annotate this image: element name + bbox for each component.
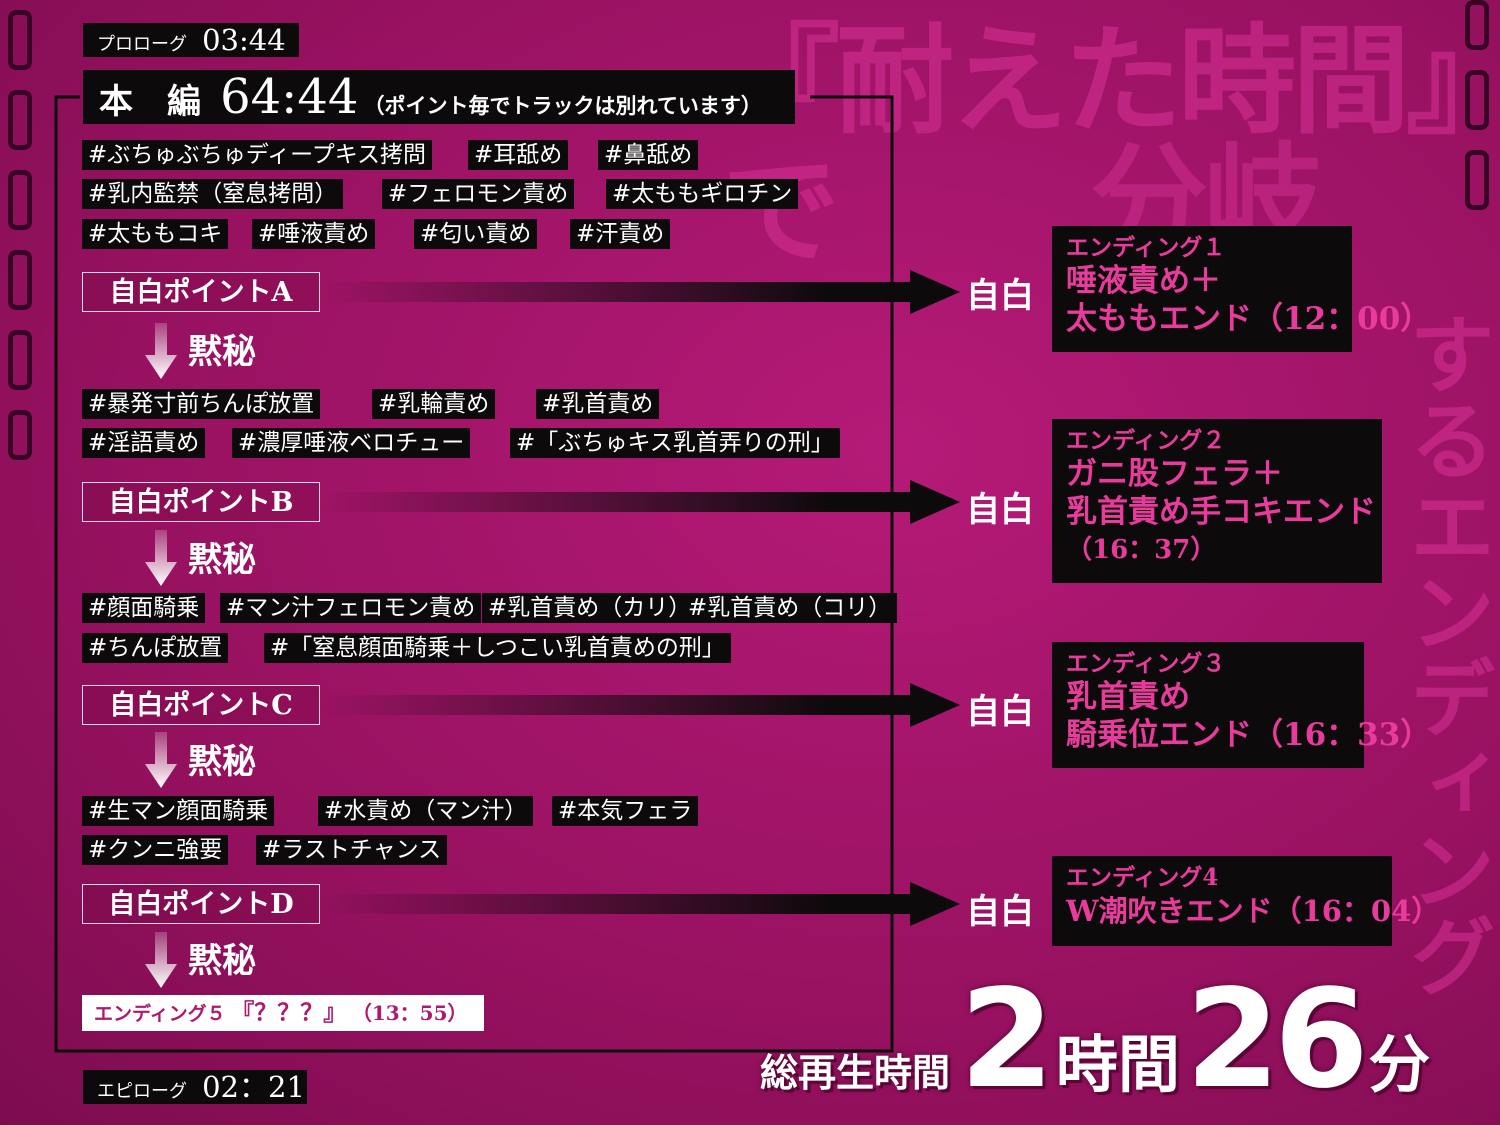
ending-1-title-line: 太ももエンド（12：00） (1066, 301, 1432, 337)
tag: #太ももギロチン (606, 179, 799, 209)
silence-label: 黙秘 (188, 941, 256, 981)
confession-label: 自白 (966, 692, 1034, 732)
ending-1-label: エンディング１ (1066, 234, 1226, 261)
ending-2-title-line: （16：37） (1066, 535, 1217, 565)
tag: #「窒息顔面騎乗＋しつこい乳首責めの刑」 (264, 633, 731, 663)
confession-label: 自白 (966, 276, 1034, 316)
tag: #本気フェラ (552, 796, 699, 826)
tag: #ぶちゅぶちゅディープキス拷問 (82, 140, 433, 170)
tag: #濃厚唾液ベロチュー (232, 428, 471, 458)
tag: #顔面騎乗 (82, 593, 206, 623)
ending-2-label: エンディング２ (1066, 427, 1226, 454)
ending-2-box: エンディング２ ガニ股フェラ＋ 乳首責め手コキエンド （16：37） (1052, 419, 1382, 583)
ending-1-title-line: 唾液責め＋ (1066, 263, 1221, 299)
tag: #マン汁フェロモン責め (220, 593, 482, 623)
confession-arrow-a (320, 270, 960, 314)
tag: #「ぶちゅキス乳首弄りの刑」 (510, 428, 840, 458)
down-arrow-icon (145, 732, 177, 788)
tag: #唾液責め (252, 219, 376, 249)
main-box: 本 編 64:44 （ポイント毎でトラックは別れています） (83, 70, 795, 124)
tag: #鼻舐め (598, 140, 699, 170)
ending-2-title-line: 乳首責め手コキエンド (1066, 494, 1376, 530)
down-arrow-icon (145, 932, 177, 988)
epilogue-time: 02：21 (202, 1070, 305, 1104)
confession-point-a: 自白ポイントA (82, 272, 320, 312)
tag: #乳首責め（コリ） (682, 593, 898, 623)
silence-label: 黙秘 (188, 540, 256, 580)
silence-label: 黙秘 (188, 332, 256, 372)
tag: #耳舐め (468, 140, 569, 170)
ending-5-label: エンディング５ (94, 1003, 226, 1025)
ending-1-box: エンディング１ 唾液責め＋ 太ももエンド（12：00） (1052, 226, 1432, 352)
total-hours: 2 (959, 961, 1055, 1119)
epilogue-box: エピローグ 02：21 (83, 1070, 307, 1104)
epilogue-label: エピローグ (97, 1081, 187, 1102)
confession-point-b: 自白ポイントB (82, 482, 320, 522)
tag: #乳首責め（カリ） (482, 593, 698, 623)
tag: #乳首責め (536, 389, 660, 419)
main-label: 本 編 (99, 82, 201, 122)
tag: #太ももコキ (82, 219, 229, 249)
ending-4-label: エンディング4 (1066, 864, 1219, 891)
main-time: 64:44 (220, 69, 359, 125)
confession-arrow-d (320, 882, 960, 926)
total-minutes-unit: 分 (1368, 1028, 1431, 1101)
ending-4-title-line: W潮吹きエンド（16：04） (1066, 894, 1441, 928)
confession-label: 自白 (966, 892, 1034, 932)
ending-3-label: エンディング３ (1066, 650, 1226, 677)
confession-arrow-c (320, 683, 960, 727)
confession-point-d: 自白ポイントD (82, 884, 320, 924)
confession-arrow-b (320, 480, 960, 524)
ending-5-time: （13：55） (351, 1001, 468, 1025)
ending-3-title-line: 乳首責め (1066, 679, 1190, 715)
ending-4-box: エンディング4 W潮吹きエンド（16：04） (1052, 856, 1441, 946)
ending-3-title-line: 騎乗位エンド（16：33） (1066, 717, 1432, 753)
ending-5-box: エンディング５ 『？？？』 （13：55） (82, 995, 484, 1031)
silence-label: 黙秘 (188, 742, 256, 782)
total-hours-unit: 時間 (1055, 1028, 1180, 1101)
prologue-label: プロローグ (97, 34, 187, 55)
tag: #乳輪責め (372, 389, 496, 419)
tag: #クンニ強要 (82, 835, 229, 865)
tag: #生マン顔面騎乗 (82, 796, 275, 826)
tag: #ちんぽ放置 (82, 633, 229, 663)
ending-3-box: エンディング３ 乳首責め 騎乗位エンド（16：33） (1052, 642, 1432, 768)
tag: #匂い責め (414, 219, 538, 249)
confession-label: 自白 (966, 490, 1034, 530)
tag: #暴発寸前ちんぽ放置 (82, 389, 321, 419)
background-title-line1: 『耐えた時間』で (722, 12, 1465, 280)
prologue-box: プロローグ 03:44 (83, 23, 299, 57)
ending-2-title-line: ガニ股フェラ＋ (1066, 456, 1283, 492)
total-minutes: 26 (1185, 961, 1368, 1119)
tag: #フェロモン責め (382, 179, 575, 209)
ending-5-title: 『？？？』 (231, 999, 347, 1026)
confession-point-c: 自白ポイントC (82, 685, 320, 725)
tag: #淫語責め (82, 428, 206, 458)
tag: #汗責め (570, 219, 671, 249)
total-playtime: 総再生時間 2 時間 26 分 (760, 972, 1430, 1112)
main-note: （ポイント毎でトラックは別れています） (363, 93, 762, 118)
tag: #乳内監禁（窒息拷問） (82, 179, 344, 209)
prologue-time: 03:44 (202, 23, 286, 57)
tag: #ラストチャンス (256, 835, 448, 865)
down-arrow-icon (145, 323, 177, 379)
down-arrow-icon (145, 530, 177, 586)
background-title-vertical: するエンディング (1394, 310, 1494, 998)
tag: #水責め（マン汁） (318, 796, 534, 826)
total-label: 総再生時間 (760, 1050, 951, 1095)
